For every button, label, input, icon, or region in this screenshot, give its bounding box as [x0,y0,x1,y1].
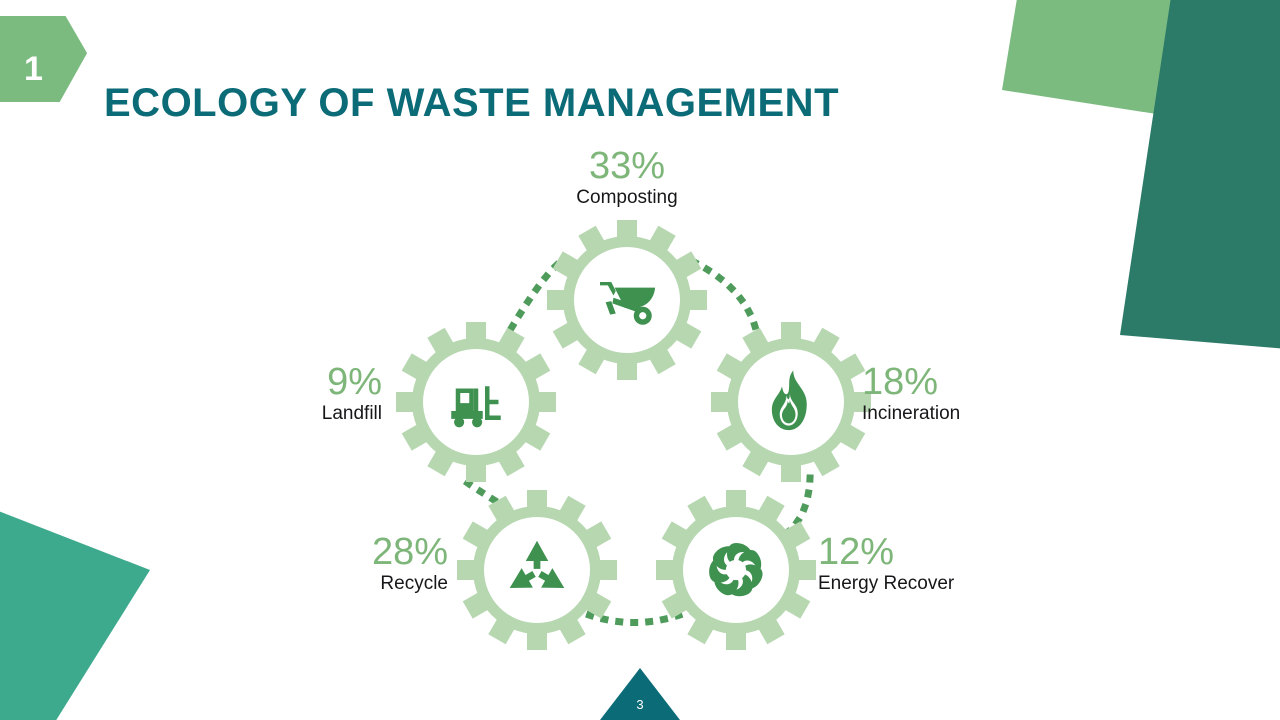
label-incineration: Incineration [862,403,961,425]
node-recycle[interactable] [457,490,617,650]
caption-energy-recover: 12% Energy Recover [818,532,1078,594]
caption-landfill: 9% Landfill [182,362,382,424]
label-recycle: Recycle [380,573,448,595]
footer-triangle-shape [600,668,680,720]
percent-composting: 33% [588,145,666,187]
label-landfill: Landfill [321,403,382,425]
section-number-badge [0,16,88,103]
section-number: 1 [24,50,43,88]
page-number: 3 [636,697,644,712]
node-landfill[interactable] [396,322,556,482]
wheelbarrow-icon [600,282,656,325]
percent-landfill: 9% [327,361,382,403]
connector-landfill-to-composting [507,255,568,332]
caption-composting: 33% Composting [527,146,727,208]
percent-incineration: 18% [862,361,939,403]
node-energy-recover[interactable] [656,490,816,650]
flame-icon [771,370,807,431]
forklift-icon [451,386,501,428]
connector-energy-to-recycle [576,605,698,626]
caption-incineration: 18% Incineration [862,362,1102,424]
label-energy-recover: Energy Recover [818,573,955,595]
percent-recycle: 28% [371,531,448,573]
percent-energy-recover: 12% [818,531,895,573]
node-composting[interactable] [547,220,707,380]
recycle-icon [509,540,565,588]
connector-recycle-to-landfill [455,472,499,505]
slide-header: 1 ECOLOGY OF WASTE MANAGEMENT [0,16,1000,125]
badge-pentagon-shape [0,16,88,103]
caption-recycle: 28% Recycle [158,532,448,594]
page-title: ECOLOGY OF WASTE MANAGEMENT [104,80,840,125]
page-number-triangle [600,668,680,720]
turbine-icon [709,543,763,597]
label-composting: Composting [576,187,678,209]
gear-shape-recycle [457,490,617,650]
node-incineration[interactable] [711,322,871,482]
